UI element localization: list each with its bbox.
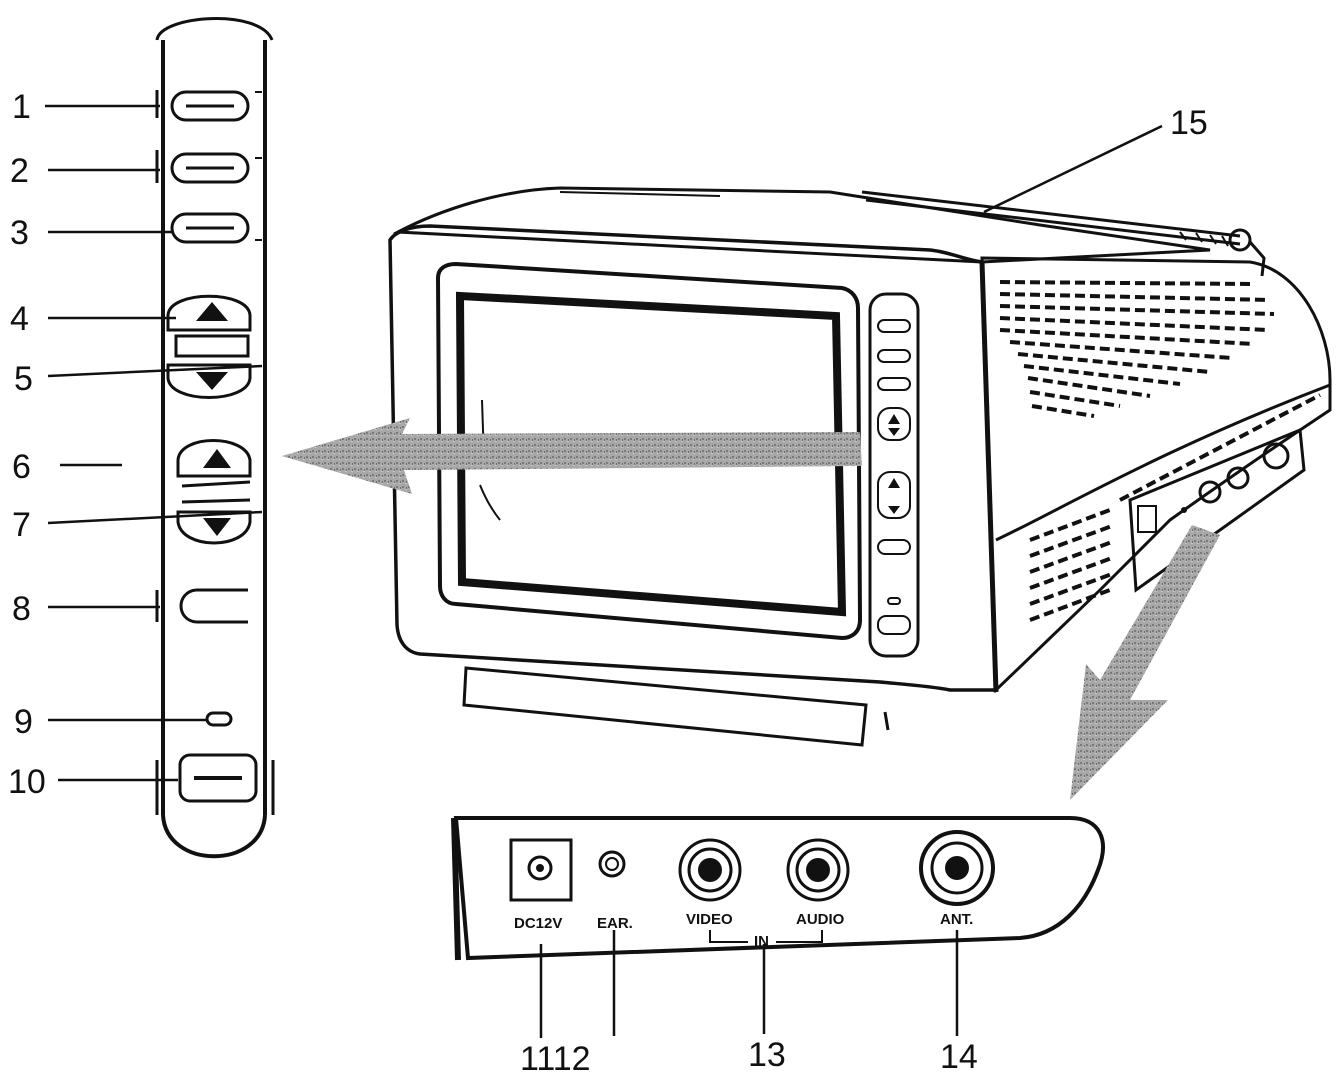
in-bracket xyxy=(709,930,823,943)
leader-lines-left xyxy=(45,104,263,782)
ear-jack[interactable] xyxy=(598,850,626,878)
dc-jack[interactable] xyxy=(509,838,573,902)
callout-6: 6 xyxy=(12,448,31,486)
callout-10: 10 xyxy=(8,763,46,801)
leader-15 xyxy=(983,124,1163,214)
label-ear: EAR. xyxy=(597,915,633,932)
strip-down-button-7[interactable] xyxy=(178,512,250,548)
strip-rocker-6-7 xyxy=(176,439,252,545)
callout-15: 15 xyxy=(1170,104,1208,142)
power-button-10[interactable] xyxy=(178,753,258,803)
strip-button-8[interactable] xyxy=(179,588,248,624)
tv-screen xyxy=(455,291,847,617)
strip-up-button-4[interactable] xyxy=(168,295,250,330)
callout-4: 4 xyxy=(10,300,29,338)
callout-14: 14 xyxy=(940,1038,978,1076)
strip-button-1[interactable] xyxy=(170,90,250,122)
pointing-arrow-left xyxy=(282,418,862,494)
pointing-arrow-down xyxy=(1070,525,1220,800)
leader-lines-bottom xyxy=(539,930,959,1038)
audio-jack[interactable] xyxy=(786,838,850,902)
label-in: IN xyxy=(754,933,769,950)
label-ant: ANT. xyxy=(940,911,973,928)
jack-panel-detail: DC12V EAR. VIDEO AUDIO ANT. IN xyxy=(451,816,1105,961)
strip-up-button-6[interactable] xyxy=(178,440,250,476)
control-panel-strip xyxy=(155,17,275,859)
callout-3: 3 xyxy=(10,214,29,252)
callout-5: 5 xyxy=(14,360,33,398)
callout-9: 9 xyxy=(14,703,33,741)
ant-jack[interactable] xyxy=(919,830,995,906)
label-audio: AUDIO xyxy=(796,911,845,928)
callout-8: 8 xyxy=(12,590,31,628)
callout-7: 7 xyxy=(12,506,31,544)
label-video: VIDEO xyxy=(686,911,733,928)
strip-button-3[interactable] xyxy=(170,212,250,244)
callout-1: 1 xyxy=(12,88,31,126)
callout-2: 2 xyxy=(10,152,29,190)
strip-rocker-4-5 xyxy=(166,294,252,399)
television xyxy=(388,186,1332,747)
callout-13: 13 xyxy=(748,1036,786,1074)
label-dc12v: DC12V xyxy=(514,915,562,932)
strip-button-2[interactable] xyxy=(170,152,250,184)
indicator-light-9 xyxy=(205,711,233,727)
tv-screen-frame xyxy=(435,261,863,641)
callout-11-12: 1112 xyxy=(520,1040,591,1078)
video-jack[interactable] xyxy=(678,838,742,902)
